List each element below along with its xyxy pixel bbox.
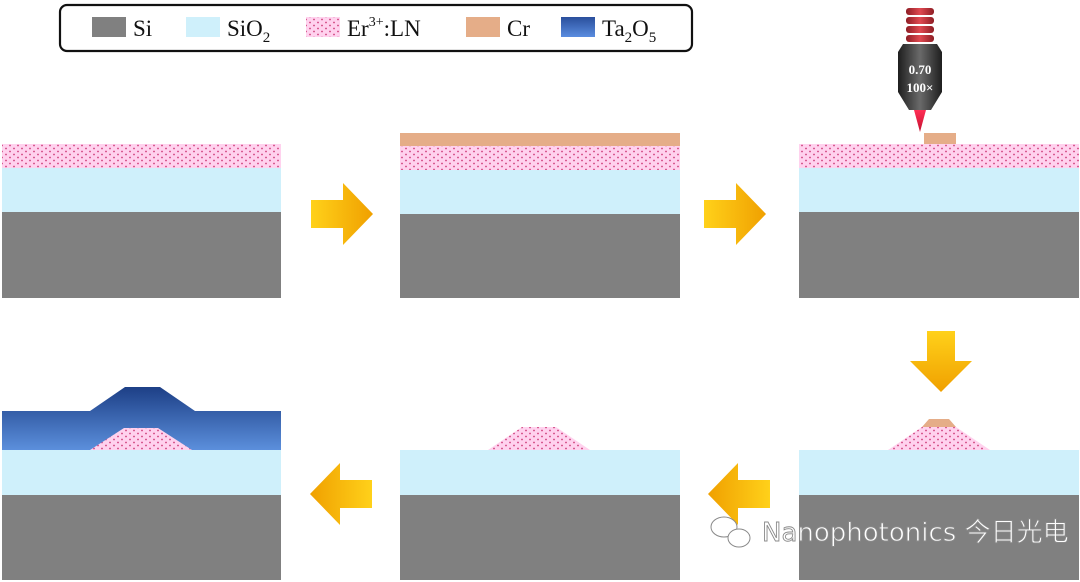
objective-ring-2 bbox=[906, 17, 934, 24]
legend-label-er-ln: Er3+:LN bbox=[347, 15, 421, 41]
legend-label-si: Si bbox=[133, 16, 152, 41]
arrow-left-step5-to-step6 bbox=[310, 463, 372, 525]
step-6-ln-ridge bbox=[90, 428, 192, 450]
legend-swatch-si bbox=[92, 17, 126, 37]
step-3-sio2-layer bbox=[799, 168, 1079, 212]
legend-label-ta2o5: Ta2O5 bbox=[602, 16, 656, 46]
arrow-right-step2-to-step3 bbox=[704, 183, 766, 245]
objective-na-label: 0.70 bbox=[909, 62, 932, 77]
step-1-sio2-layer bbox=[2, 168, 281, 212]
step-4-cr-cap bbox=[922, 419, 956, 427]
step-4-sio2-layer bbox=[799, 450, 1079, 495]
legend-label-cr: Cr bbox=[507, 16, 530, 41]
watermark-text: Nanophotonics 今日光电 bbox=[762, 518, 1069, 548]
step-3-ln-layer bbox=[799, 144, 1079, 168]
step-2-sio2-layer bbox=[400, 170, 680, 214]
step-1-si-substrate bbox=[2, 212, 281, 298]
step-5-sio2-layer bbox=[400, 450, 680, 495]
step-1-ln-layer bbox=[2, 144, 281, 168]
step-5-si-substrate bbox=[400, 495, 680, 580]
step-2-cr-layer bbox=[400, 133, 680, 146]
wechat-icon bbox=[710, 516, 751, 548]
step-3-stack bbox=[799, 133, 1079, 298]
legend-box bbox=[58, 3, 694, 53]
objective-ring-1 bbox=[906, 8, 934, 15]
step-6-ta2o5-cladding bbox=[2, 387, 281, 450]
step-4-si-substrate bbox=[799, 495, 1079, 580]
watermark: Nanophotonics 今日光电 bbox=[710, 516, 1069, 548]
legend-swatch-er-ln bbox=[306, 17, 340, 37]
objective-ring-4 bbox=[906, 35, 934, 42]
microscope-objective: 0.70 100× bbox=[898, 8, 942, 132]
step-2-si-substrate bbox=[400, 214, 680, 298]
legend: Si SiO2 Er3+:LN Cr Ta2O5 bbox=[58, 3, 694, 53]
objective-mag-label: 100× bbox=[907, 80, 934, 95]
step-6-si-substrate bbox=[2, 495, 281, 580]
legend-swatch-cr bbox=[466, 17, 500, 37]
legend-label-sio2: SiO2 bbox=[227, 16, 270, 46]
legend-swatch-sio2 bbox=[186, 17, 220, 37]
step-5-stack bbox=[400, 427, 680, 580]
step-5-ln-ridge bbox=[488, 427, 590, 450]
laser-beam bbox=[914, 110, 926, 132]
step-4-ln-ridge bbox=[888, 427, 990, 450]
step-4-stack bbox=[799, 419, 1079, 580]
step-1-stack bbox=[2, 144, 281, 298]
step-2-ln-layer bbox=[400, 146, 680, 170]
step-3-si-substrate bbox=[799, 212, 1079, 298]
step-6-sio2-layer bbox=[2, 450, 281, 495]
step-3-cr-mask bbox=[924, 133, 956, 144]
objective-ring-3 bbox=[906, 26, 934, 33]
arrow-right-step1-to-step2 bbox=[311, 183, 373, 245]
legend-swatch-ta2o5 bbox=[561, 17, 595, 37]
step-6-stack bbox=[2, 387, 281, 580]
arrow-down-step3-to-step4 bbox=[910, 331, 972, 392]
objective-body bbox=[898, 44, 942, 110]
step-2-stack bbox=[400, 133, 680, 298]
arrow-left-step4-to-step5 bbox=[708, 463, 770, 525]
